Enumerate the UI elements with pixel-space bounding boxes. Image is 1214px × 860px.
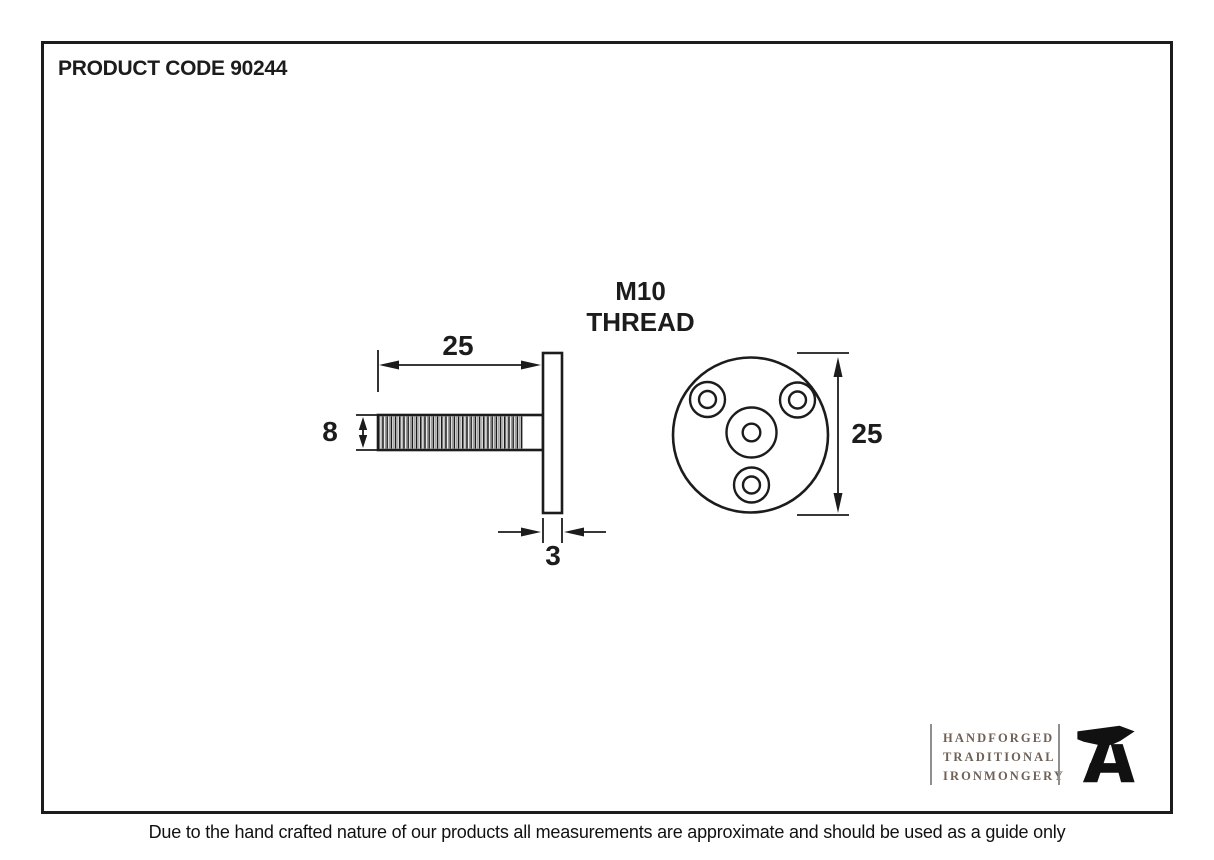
- length-dimension-25: [377, 350, 541, 392]
- thread-spec-label: M10 THREAD: [586, 276, 695, 337]
- centre-hole-circle: [741, 422, 762, 443]
- length-dim-label: 25: [442, 330, 474, 361]
- shaft-diameter-dim-label: 8: [322, 416, 338, 447]
- brand-line-3: IRONMONGERY: [943, 769, 1065, 783]
- brand-right-divider: [1058, 724, 1060, 785]
- plate-edge-outline: [541, 351, 564, 515]
- brand-left-divider: [930, 724, 932, 785]
- brand-line-2: TRADITIONAL: [943, 750, 1056, 764]
- plate-thickness-dim-label: 3: [545, 540, 561, 571]
- thickness-dimension-3: [498, 518, 606, 543]
- fixing-hole-bottom: [732, 466, 771, 504]
- brand-block: HANDFORGED TRADITIONAL IRONMONGERY: [930, 721, 1145, 789]
- drawing-border-frame: [41, 41, 1173, 814]
- threaded-shaft-hatching: [378, 416, 523, 449]
- fixing-hole-upper-right: [778, 381, 817, 419]
- diameter-dimension-8: [356, 414, 377, 451]
- centre-boss-circle: [725, 406, 778, 459]
- measurement-disclaimer: Due to the hand crafted nature of our pr…: [148, 822, 1066, 842]
- plate-diameter-dimension-25: [797, 352, 849, 516]
- fixing-hole-upper-left: [688, 380, 727, 419]
- plate-outer-circle: [671, 356, 830, 514]
- side-view-drawing: [356, 350, 606, 543]
- brand-line-1: HANDFORGED: [943, 731, 1055, 745]
- anvil-icon: [1077, 725, 1135, 783]
- front-view-drawing: [671, 352, 849, 516]
- brand-wordmark: HANDFORGED TRADITIONAL IRONMONGERY: [943, 729, 1065, 786]
- plate-diameter-dim-label: 25: [851, 418, 883, 449]
- product-code-label: PRODUCT CODE 90244: [58, 57, 288, 80]
